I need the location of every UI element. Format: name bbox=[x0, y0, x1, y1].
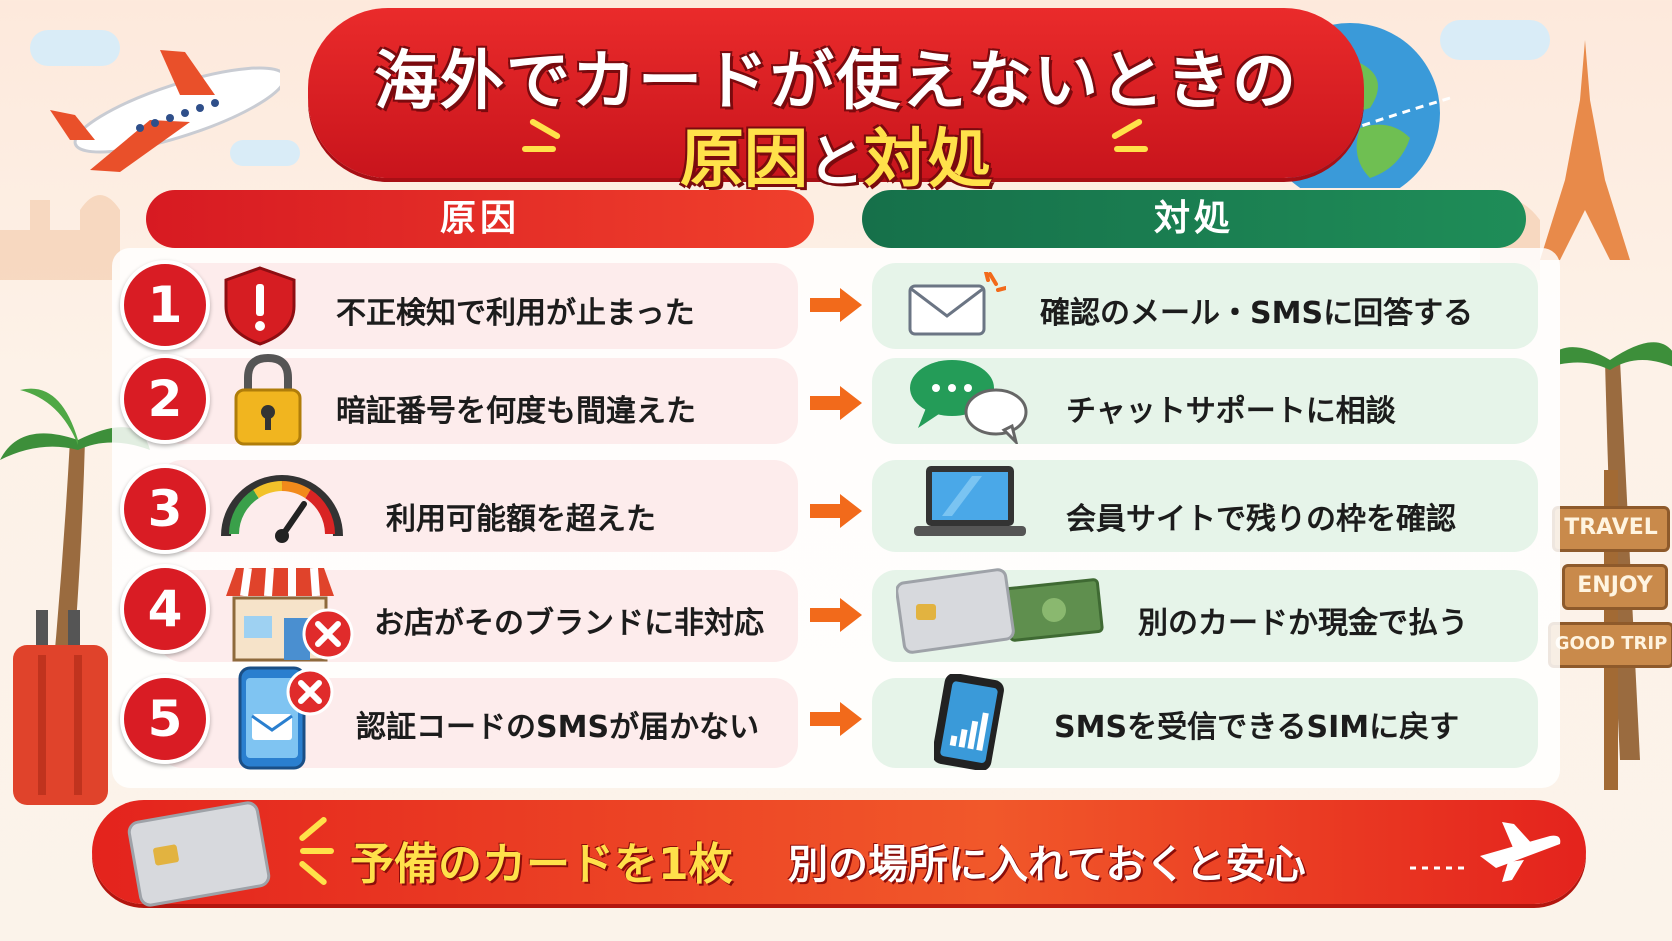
fix-text: 別のカードか現金で払う bbox=[1138, 606, 1468, 641]
number-badge: 1 bbox=[120, 260, 210, 350]
fix-column-header: 対処 bbox=[862, 190, 1526, 248]
cause-text: お店がそのブランドに非対応 bbox=[374, 606, 764, 641]
fix-text: チャットサポートに相談 bbox=[1066, 394, 1396, 429]
sign-good-trip: GOOD TRIP bbox=[1548, 622, 1672, 668]
fix-text: 会員サイトで残りの枠を確認 bbox=[1066, 502, 1456, 537]
airplane-icon bbox=[50, 50, 280, 172]
cause-column-header: 原因 bbox=[146, 190, 814, 248]
eiffel-tower-icon bbox=[1540, 40, 1630, 260]
number-badge: 5 bbox=[120, 674, 210, 764]
title-banner: 海外でカードが使えないときの 原因と対処 bbox=[308, 8, 1364, 197]
fix-text: 確認のメール・SMSに回答する bbox=[1040, 296, 1474, 331]
plane-icon bbox=[1410, 822, 1561, 882]
card-cash-icon bbox=[896, 568, 1104, 654]
list-item: 5 認証コードのSMSが届かない SMSを受信できるSIMに戻す bbox=[0, 666, 1672, 778]
cause-box bbox=[158, 460, 798, 552]
suitcase-icon bbox=[13, 610, 108, 805]
title-line1: 海外でカードが使えないときの bbox=[374, 45, 1298, 119]
fix-text: SMSを受信できるSIMに戻す bbox=[1054, 710, 1460, 745]
list-item: 4 お店がそのブランドに非対応 別のカードか現金で払う bbox=[0, 564, 1672, 668]
cause-text: 不正検知で利用が止まった bbox=[336, 296, 695, 331]
cloud-decoration bbox=[30, 30, 120, 66]
title-connector: と bbox=[808, 130, 864, 195]
arrow-right-icon bbox=[810, 598, 862, 632]
arrow-right-icon bbox=[810, 494, 862, 528]
list-item: 1 不正検知で利用が止まった 確認のメール・SMSに回答する bbox=[0, 258, 1672, 354]
arrow-right-icon bbox=[810, 386, 862, 420]
mail-icon bbox=[908, 272, 1006, 336]
tip-highlight: 予備のカードを1枚 bbox=[350, 839, 733, 890]
sign-enjoy: ENJOY bbox=[1562, 564, 1668, 610]
title-line2: 原因と対処 bbox=[308, 108, 1364, 200]
chat-bubbles-icon bbox=[910, 360, 1028, 444]
phone-signal-icon bbox=[934, 674, 1004, 770]
arrow-right-icon bbox=[810, 288, 862, 322]
title-highlight-cause: 原因 bbox=[680, 123, 808, 197]
padlock-icon bbox=[234, 353, 302, 446]
number-badge: 4 bbox=[120, 564, 210, 654]
arrow-right-icon bbox=[810, 702, 862, 736]
title-highlight-fix: 対処 bbox=[864, 123, 992, 197]
tip-text: 別の場所に入れておくと安心 bbox=[788, 842, 1306, 888]
list-item: 3 利用可能額を超えた 会員サイトで残りの枠を確認 bbox=[0, 460, 1672, 562]
list-item: 2 暗証番号を何度も間違えた チャットサポートに相談 bbox=[0, 353, 1672, 454]
sparkle-decoration bbox=[522, 146, 556, 152]
gauge-icon bbox=[221, 475, 343, 543]
number-badge: 3 bbox=[120, 464, 210, 554]
sparkle-decoration bbox=[1114, 146, 1148, 152]
cause-text: 暗証番号を何度も間違えた bbox=[336, 394, 696, 429]
shield-alert-icon bbox=[224, 266, 296, 346]
phone-x-icon bbox=[238, 666, 334, 770]
sparkle-decoration bbox=[300, 848, 334, 854]
cloud-decoration bbox=[1440, 20, 1550, 60]
tip-banner bbox=[92, 800, 1586, 904]
laptop-icon bbox=[914, 466, 1026, 536]
store-x-icon bbox=[226, 567, 354, 662]
cause-text: 利用可能額を超えた bbox=[386, 502, 656, 537]
credit-card-icon bbox=[127, 801, 271, 907]
cause-text: 認証コードのSMSが届かない bbox=[356, 710, 760, 745]
cloud-decoration bbox=[230, 140, 300, 166]
number-badge: 2 bbox=[120, 354, 210, 444]
